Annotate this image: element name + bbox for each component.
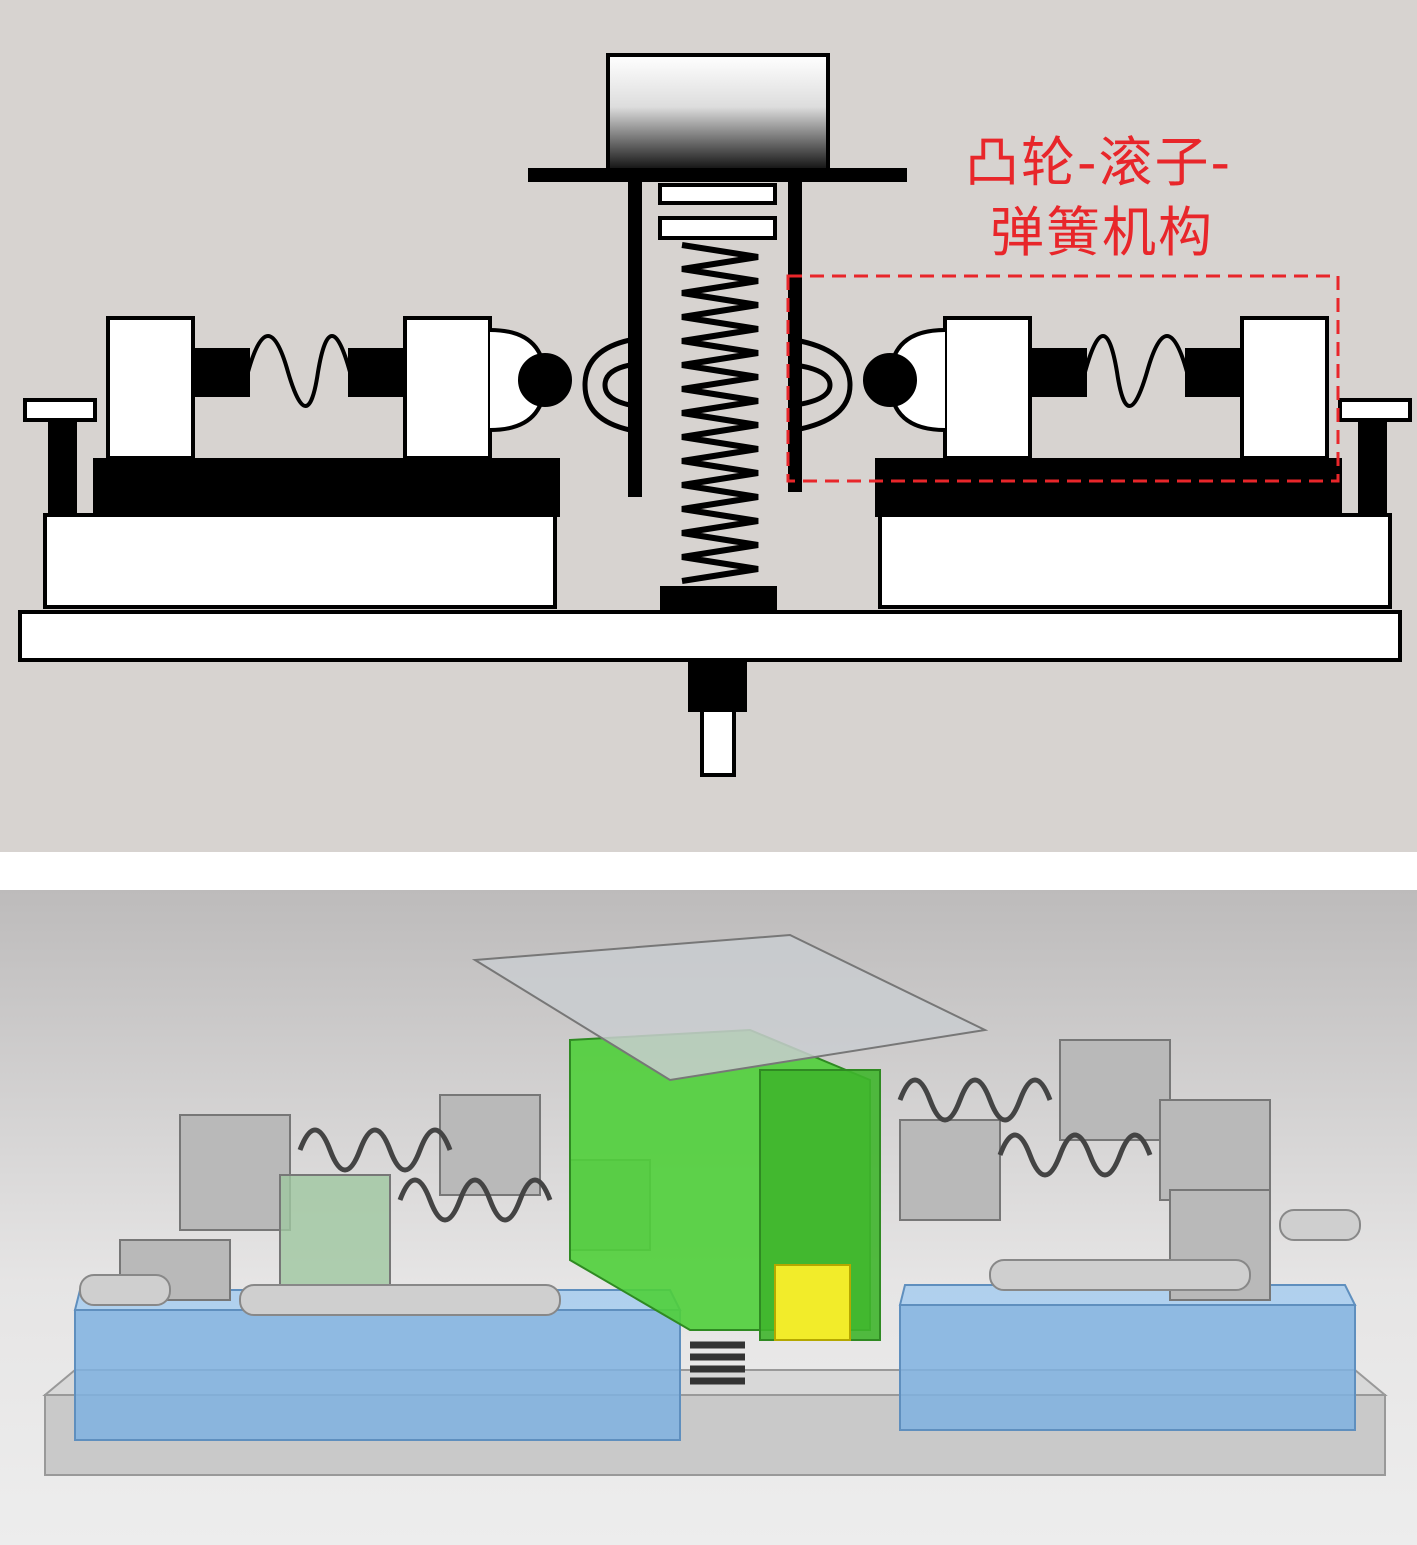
mechanism-3d-render bbox=[42, 933, 1388, 1476]
left-cam-rod bbox=[628, 178, 642, 497]
base-plate bbox=[18, 610, 1402, 662]
central-spring bbox=[681, 242, 759, 584]
right-roller-assembly bbox=[794, 316, 1412, 609]
springs-3d bbox=[297, 1077, 1153, 1223]
left-roller-assembly bbox=[23, 316, 631, 609]
top-plate-3d bbox=[471, 933, 989, 1082]
render-panel bbox=[0, 890, 1417, 1545]
yellow-block bbox=[774, 1264, 851, 1341]
top-load-block bbox=[606, 53, 830, 172]
annotation-label: 凸轮-滚子- 弹簧机构 bbox=[965, 128, 1232, 268]
lower-spring-3d bbox=[690, 1341, 745, 1385]
upper-block bbox=[658, 183, 777, 205]
highlight-dashed-box bbox=[786, 274, 1340, 483]
shaft-upper bbox=[688, 658, 747, 712]
schematic-panel: 凸轮-滚子- 弹簧机构 bbox=[0, 0, 1417, 852]
annotation-line-1: 凸轮-滚子- bbox=[965, 131, 1232, 194]
shafts bbox=[79, 1209, 1361, 1316]
spring-base bbox=[660, 586, 777, 614]
spring-cap bbox=[658, 216, 777, 240]
right-cam-rod bbox=[788, 178, 802, 492]
mechanism-schematic bbox=[18, 53, 1412, 777]
shaft-lower bbox=[700, 708, 736, 777]
annotation-line-2: 弹簧机构 bbox=[990, 201, 1214, 264]
top-plate bbox=[528, 168, 907, 182]
